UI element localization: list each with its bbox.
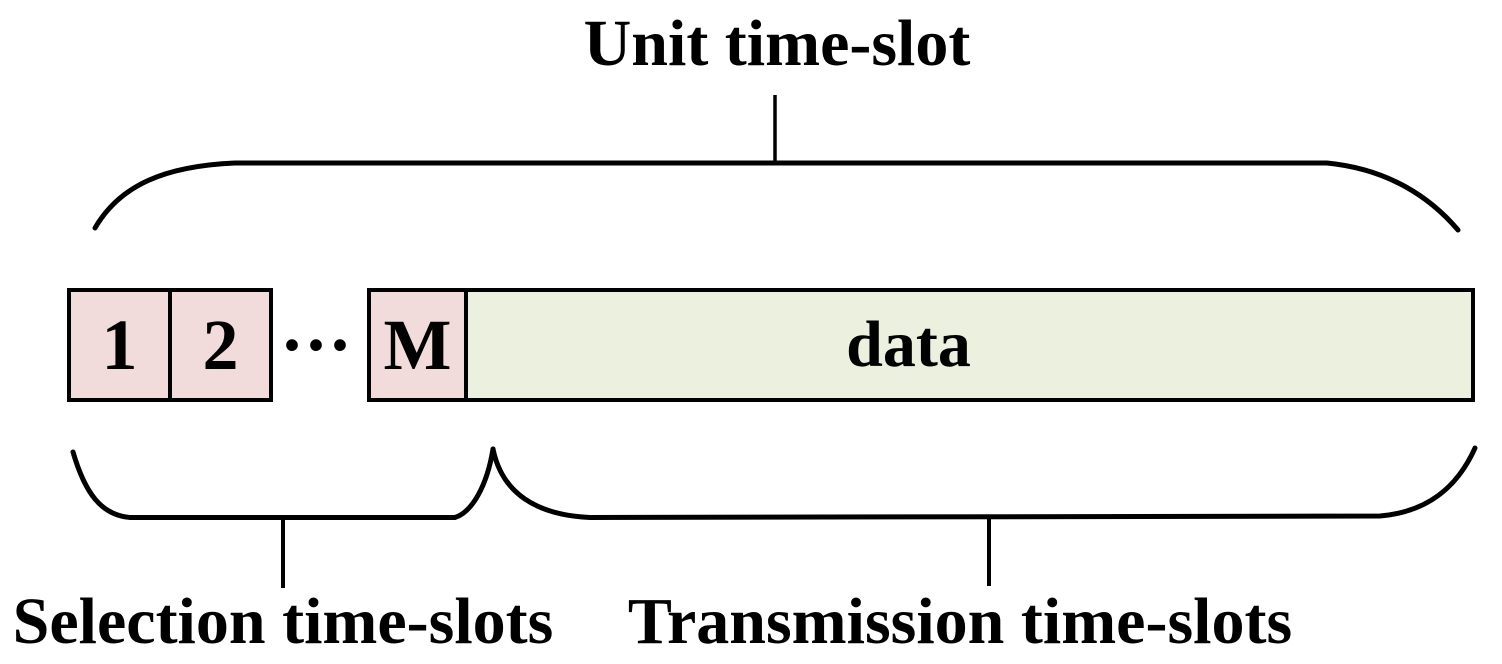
transmission-slots-brace: [490, 445, 1478, 521]
data-slot-box: data: [464, 288, 1475, 402]
unit-time-slot-label: Unit time-slot: [583, 7, 971, 80]
slot-ellipsis: ···: [276, 288, 356, 402]
unit-time-slot-brace: [92, 160, 1461, 233]
data-slot-label: data: [846, 308, 971, 381]
transmission-time-slots-label: Transmission time-slots: [627, 585, 1293, 658]
selection-slot-box-1: 1: [67, 288, 172, 402]
selection-slot-1-label: 1: [101, 305, 138, 385]
selection-slots-brace: [70, 446, 496, 520]
selection-slot-2-label: 2: [202, 305, 239, 385]
selection-time-slots-label: Selection time-slots: [12, 585, 554, 658]
slot-ellipsis-dots: ···: [279, 305, 353, 385]
selection-slot-box-m: M: [367, 288, 468, 402]
selection-slot-m-label: M: [383, 305, 452, 385]
selection-slot-box-2: 2: [168, 288, 273, 402]
